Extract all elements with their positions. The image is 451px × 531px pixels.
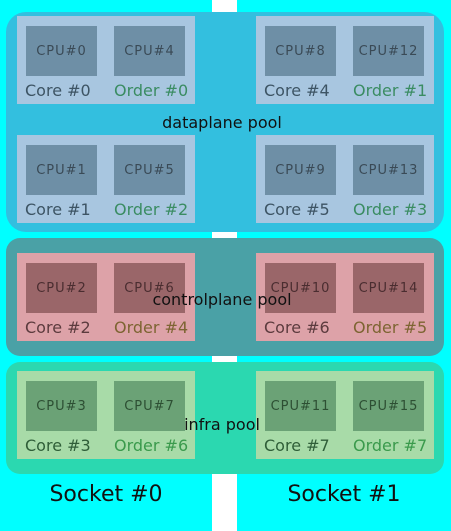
order-label: Order #1 [353, 81, 428, 100]
core-label: Core #5 [264, 200, 330, 219]
order-label: Order #6 [114, 436, 189, 455]
core-label: Core #2 [25, 318, 91, 337]
cpu-box: CPU#3 [26, 381, 97, 431]
core-label: Core #6 [264, 318, 330, 337]
core-label: Core #3 [25, 436, 91, 455]
order-label: Order #2 [114, 200, 189, 219]
order-label: Order #4 [114, 318, 189, 337]
dataplane-pool-label: dataplane pool [162, 113, 282, 132]
socket-0-label: Socket #0 [49, 482, 163, 507]
order-label: Order #7 [353, 436, 428, 455]
cpu-box: CPU#11 [265, 381, 336, 431]
core-label: Core #4 [264, 81, 330, 100]
infra-pool-label: infra pool [184, 415, 260, 434]
cpu-box: CPU#15 [353, 381, 424, 431]
cpu-box: CPU#13 [353, 145, 424, 195]
core-label: Core #0 [25, 81, 91, 100]
cpu-box: CPU#9 [265, 145, 336, 195]
cpu-box: CPU#8 [265, 26, 336, 76]
order-label: Order #5 [353, 318, 428, 337]
core-label: Core #1 [25, 200, 91, 219]
order-label: Order #3 [353, 200, 428, 219]
order-label: Order #0 [114, 81, 189, 100]
cpu-box: CPU#0 [26, 26, 97, 76]
cpu-box: CPU#12 [353, 26, 424, 76]
cpu-box: CPU#7 [114, 381, 185, 431]
cpu-box: CPU#5 [114, 145, 185, 195]
cpu-box: CPU#1 [26, 145, 97, 195]
core-label: Core #7 [264, 436, 330, 455]
controlplane-pool-label: controlplane pool [152, 290, 292, 309]
cpu-box: CPU#2 [26, 263, 97, 313]
cpu-box: CPU#14 [353, 263, 424, 313]
cpu-box: CPU#10 [265, 263, 336, 313]
cpu-box: CPU#6 [114, 263, 185, 313]
cpu-box: CPU#4 [114, 26, 185, 76]
socket-1-label: Socket #1 [287, 482, 401, 507]
